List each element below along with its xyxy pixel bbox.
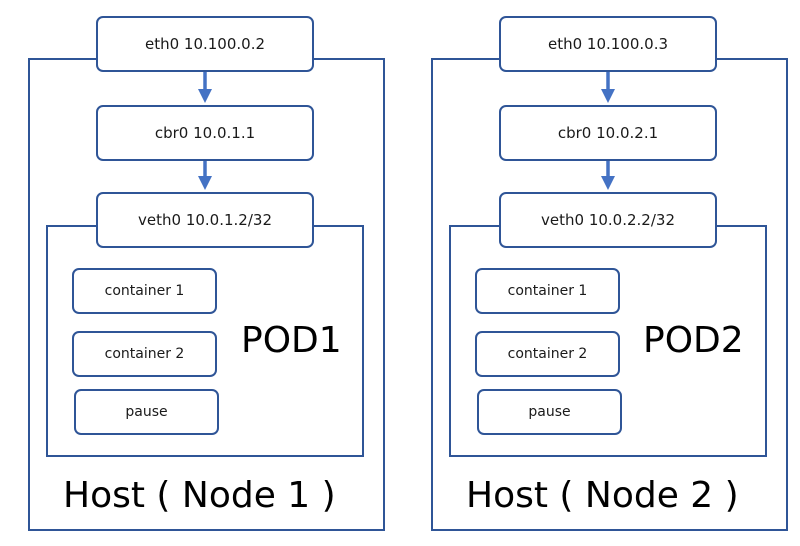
host1-veth0-node: veth0 10.0.1.2/32: [96, 192, 314, 248]
host2-eth0-node: eth0 10.100.0.3: [499, 16, 717, 72]
host2-cbr0-node: cbr0 10.0.2.1: [499, 105, 717, 161]
host1-eth0-label: eth0 10.100.0.2: [144, 35, 266, 53]
host2-pause-label: pause: [528, 404, 571, 420]
host1-eth0-node: eth0 10.100.0.2: [96, 16, 314, 72]
host2-container-2-node: container 2: [475, 331, 620, 377]
host2-container-2-label: container 2: [507, 346, 588, 362]
host1-container-1-label: container 1: [104, 283, 185, 299]
host2-veth0-node: veth0 10.0.2.2/32: [499, 192, 717, 248]
host2-eth0-label: eth0 10.100.0.3: [547, 35, 669, 53]
host1-container-2-label: container 2: [104, 346, 185, 362]
pod1-label: POD1: [241, 320, 342, 361]
host1-pause-node: pause: [74, 389, 219, 435]
host1-cbr0-label: cbr0 10.0.1.1: [154, 124, 256, 142]
host-node-1-label: Host ( Node 1 ): [63, 475, 336, 516]
host1-veth0-label: veth0 10.0.1.2/32: [138, 211, 272, 229]
host-node-2-label: Host ( Node 2 ): [466, 475, 739, 516]
host2-container-1-label: container 1: [507, 283, 588, 299]
host1-container-1-node: container 1: [72, 268, 217, 314]
host2-pause-node: pause: [477, 389, 622, 435]
host1-pause-label: pause: [125, 404, 168, 420]
host2-container-1-node: container 1: [475, 268, 620, 314]
host1-cbr0-node: cbr0 10.0.1.1: [96, 105, 314, 161]
pod2-label: POD2: [643, 320, 744, 361]
host2-veth0-label: veth0 10.0.2.2/32: [541, 211, 675, 229]
host2-cbr0-label: cbr0 10.0.2.1: [557, 124, 659, 142]
host1-container-2-node: container 2: [72, 331, 217, 377]
